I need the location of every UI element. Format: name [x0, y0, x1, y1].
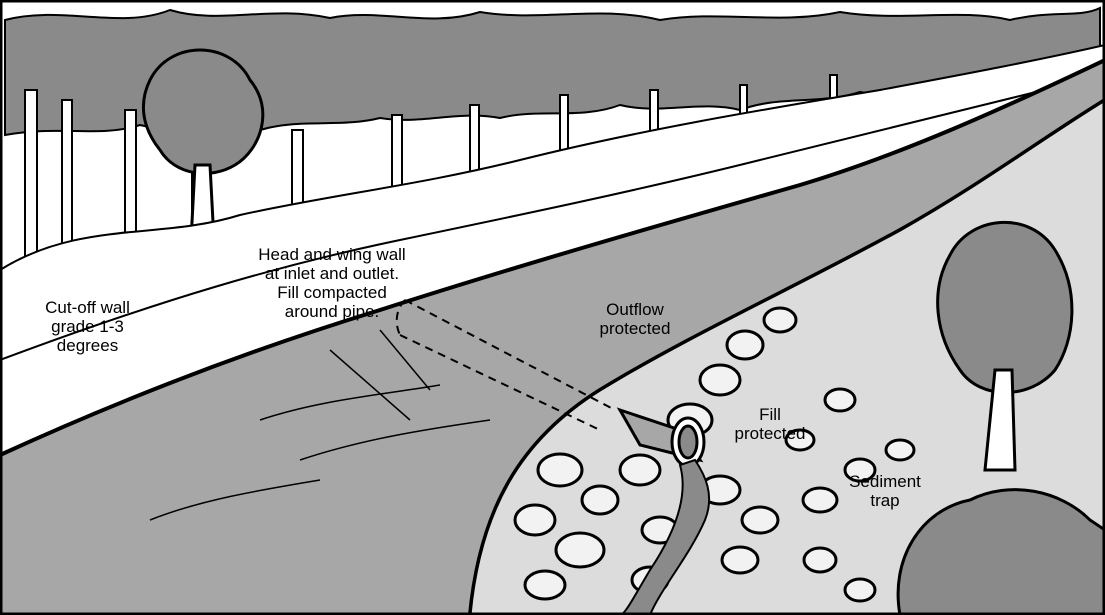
tree-trunk — [62, 100, 72, 250]
label-sediment-trap: Sediment trap — [830, 472, 940, 510]
tree-trunk — [25, 90, 37, 270]
tree-trunk — [125, 110, 136, 250]
label-head-wing-wall: Head and wing wall at inlet and outlet. … — [232, 245, 432, 321]
label-outflow: Outflow protected — [580, 300, 690, 338]
label-fill-protected: Fill protected — [720, 405, 820, 443]
label-cutoff-wall: Cut-off wall grade 1-3 degrees — [30, 298, 145, 355]
